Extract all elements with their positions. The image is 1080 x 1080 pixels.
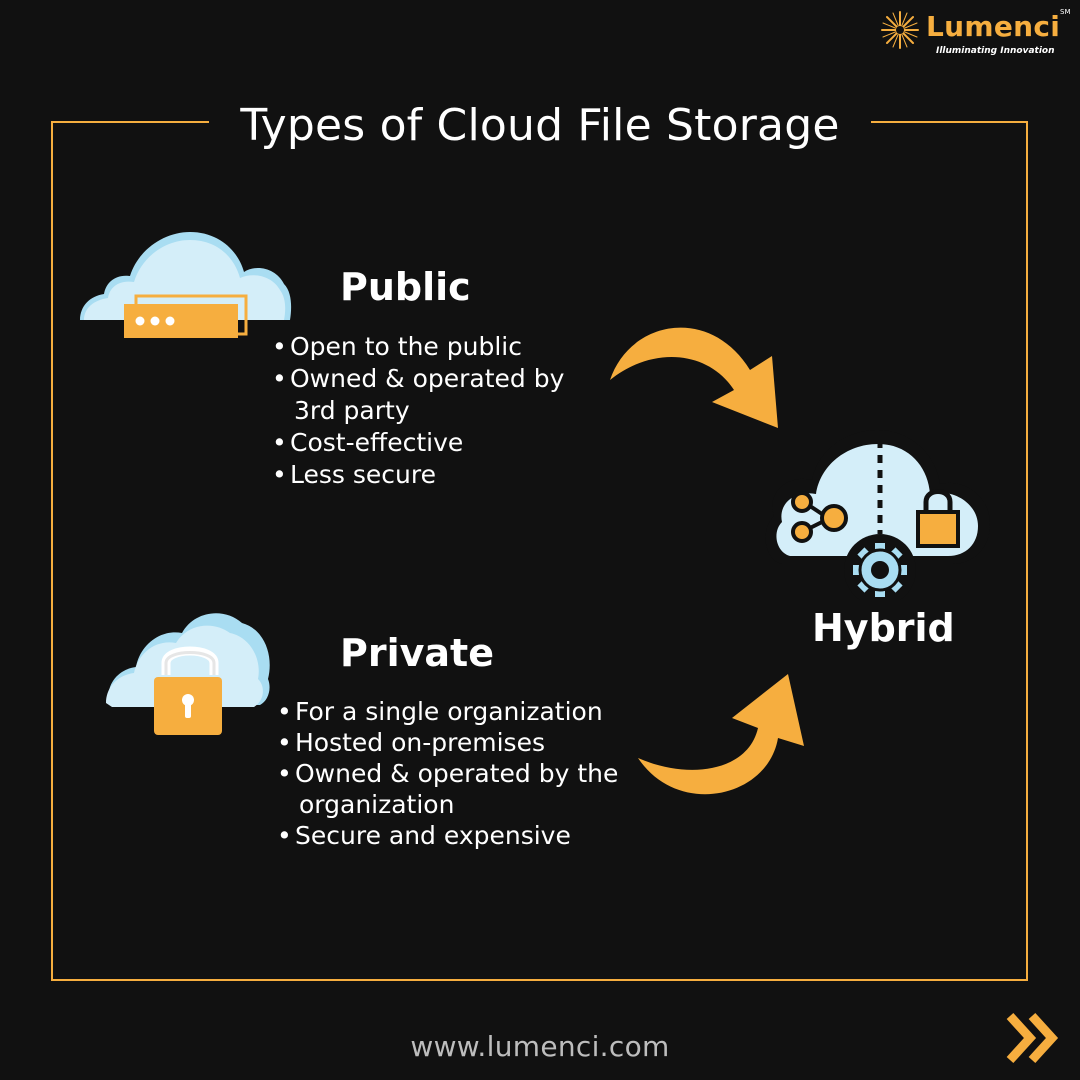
public-bullet-list: Open to the public Owned & operated by 3… [272, 331, 564, 491]
list-item: 3rd party [294, 396, 410, 425]
arrow-curved-down-icon [610, 327, 778, 428]
private-heading: Private [340, 631, 494, 675]
list-item: Hosted on-premises [277, 727, 618, 758]
private-bullet-list: For a single organization Hosted on-prem… [277, 696, 618, 851]
arrow-curved-up-icon [638, 674, 804, 795]
title-box: Types of Cloud File Storage [209, 90, 871, 160]
list-item: organization [299, 790, 455, 819]
footer-url-link[interactable]: www.lumenci.com [410, 1030, 670, 1063]
page-title: Types of Cloud File Storage [240, 99, 840, 151]
brand-tagline: Illuminating Innovation [936, 46, 1055, 56]
hybrid-cloud-icon [765, 430, 990, 600]
list-item: Less secure [272, 459, 564, 491]
list-item: Owned & operated by [272, 363, 564, 395]
cloud-lock-icon [106, 613, 270, 735]
list-item: Owned & operated by the [277, 758, 618, 789]
list-item: Open to the public [272, 331, 564, 363]
brand-name: Lumenci [926, 10, 1061, 43]
list-item: For a single organization [277, 696, 618, 727]
brand-logo[interactable]: Lumenci SM Illuminating Innovation [880, 8, 1070, 64]
list-item: Cost-effective [272, 427, 564, 459]
public-heading: Public [340, 265, 471, 309]
brand-mark: SM [1060, 8, 1071, 16]
list-item: Secure and expensive [277, 820, 618, 851]
sparkle-icon [881, 11, 919, 49]
cloud-server-icon [80, 232, 292, 338]
double-chevron-right-icon[interactable] [1004, 1010, 1064, 1066]
hybrid-label: Hybrid [812, 606, 955, 650]
